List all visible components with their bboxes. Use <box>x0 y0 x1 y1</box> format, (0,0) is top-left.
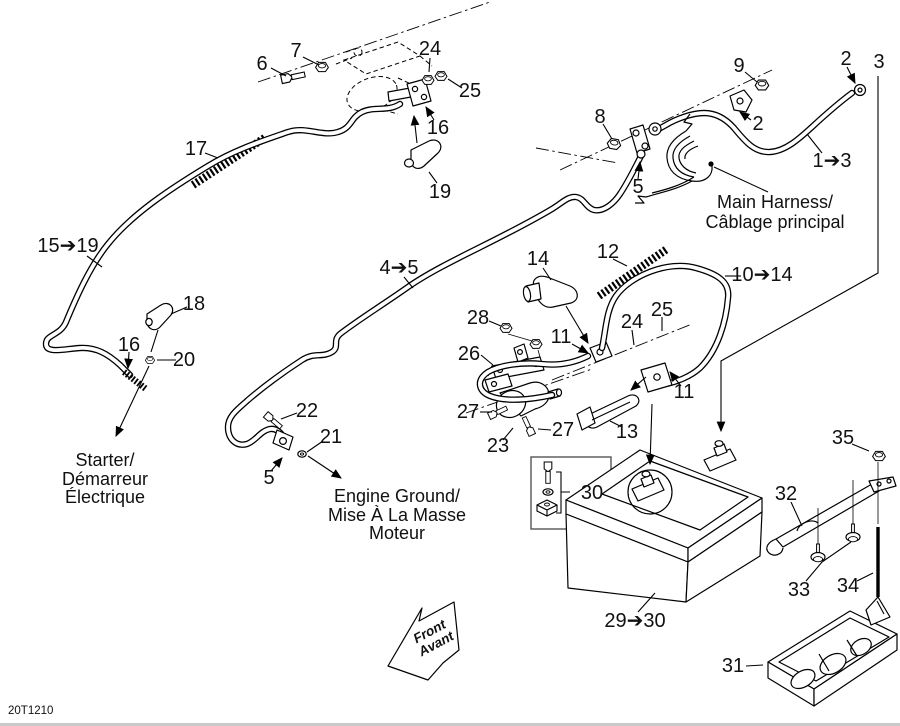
callout-16-top: 16 <box>426 117 450 139</box>
nut-35 <box>872 450 886 462</box>
callout-range-1-3: 1➔3 <box>812 150 852 172</box>
nut-8 <box>605 137 623 151</box>
threaded-rod-12 <box>596 245 670 300</box>
callout-18: 18 <box>182 293 206 315</box>
callout-25-mid: 25 <box>650 299 674 321</box>
detail-circle <box>627 469 673 515</box>
main-harness-label-line1: Main Harness/ <box>716 192 834 212</box>
bracket-16-assembly <box>387 78 432 107</box>
callout-23: 23 <box>486 435 510 457</box>
main-harness-bundle <box>635 113 769 204</box>
engine-ground-cable <box>224 152 645 458</box>
foot-33b <box>845 523 861 543</box>
starter-cable <box>42 100 404 392</box>
cable-threaded-terminal <box>122 369 148 392</box>
callout-20: 20 <box>172 349 196 371</box>
holddown-strap-32 <box>766 476 897 556</box>
callout-11-right: 11 <box>673 381 695 403</box>
callout-34: 34 <box>836 575 860 597</box>
callout-28: 28 <box>466 307 490 329</box>
foot-33a <box>810 543 826 563</box>
callout-6: 6 <box>256 53 268 75</box>
callout-range-29-30: 29➔30 <box>604 610 666 632</box>
callout-11-left: 11 <box>550 326 572 348</box>
engine-ground-label-line1: Engine Ground/ <box>333 486 461 506</box>
phantom-lines <box>257 1 773 414</box>
nut-24-top <box>421 75 435 85</box>
callout-22: 22 <box>295 400 319 422</box>
callout-16-cable: 16 <box>117 334 141 356</box>
callout-27-right: 27 <box>551 419 575 441</box>
nut-28b <box>529 339 543 349</box>
rubber-cap-19 <box>403 139 442 170</box>
callout-range-4-5: 4➔5 <box>379 257 419 279</box>
callout-27-left: 27 <box>456 401 480 423</box>
front-direction-arrow <box>387 601 460 681</box>
callout-range-15-19: 15➔19 <box>37 235 99 257</box>
page-bottom-edge <box>0 723 900 726</box>
main-harness-label-line2: Câblage principal <box>705 212 845 232</box>
callout-3: 3 <box>873 51 885 73</box>
callout-14: 14 <box>526 248 550 270</box>
diagram-code: 20T1210 <box>8 705 54 717</box>
callout-13: 13 <box>615 421 639 443</box>
callout-8: 8 <box>594 106 606 128</box>
nut-25-top <box>434 71 448 81</box>
callout-26: 26 <box>457 343 481 365</box>
callout-31: 31 <box>721 655 745 677</box>
callout-7: 7 <box>290 40 302 62</box>
bolt-27b <box>520 415 536 437</box>
leader-lines <box>86 56 879 667</box>
rubber-cap-14 <box>522 275 578 308</box>
link-bracket-5 <box>629 124 651 159</box>
battery-positive-cable-arch <box>598 262 732 393</box>
callout-5-top: 5 <box>632 176 644 198</box>
rubber-cap-18 <box>145 302 174 353</box>
engine-ground-label-line3: Moteur <box>368 523 426 543</box>
callout-25-top: 25 <box>458 80 482 102</box>
callout-17: 17 <box>184 138 208 160</box>
callout-33: 33 <box>787 579 811 601</box>
main-battery-cable <box>648 83 867 156</box>
nut-20 <box>144 356 156 364</box>
callout-24-mid: 24 <box>620 311 644 333</box>
callout-5-bottom: 5 <box>263 467 275 489</box>
o-ring-21 <box>297 450 307 458</box>
battery <box>565 440 763 603</box>
threaded-rod-17 <box>190 133 269 189</box>
starter-label-line2: Démarreur <box>61 469 149 489</box>
bolt-6 <box>280 69 307 85</box>
callout-2-clamp: 2 <box>752 113 764 135</box>
holddown-rod-34 <box>865 462 891 626</box>
callout-32: 32 <box>774 483 798 505</box>
engine-ground-label-line2: Mise À La Masse <box>327 505 467 525</box>
leader-dot <box>708 161 714 167</box>
callout-21: 21 <box>319 426 343 448</box>
callout-9: 9 <box>733 55 745 77</box>
callout-range-10-14: 10➔14 <box>731 264 793 286</box>
callout-19: 19 <box>428 181 452 203</box>
starter-label-line3: Électrique <box>64 487 146 507</box>
rubber-cap-13 <box>576 394 640 431</box>
callout-2-terminal: 2 <box>840 48 852 70</box>
callout-24-top: 24 <box>418 38 442 60</box>
solenoid-to-battery-cable <box>476 341 613 403</box>
starter-label-line1: Starter/ <box>75 450 135 470</box>
callout-30: 30 <box>580 482 604 504</box>
nut-28a <box>499 323 513 333</box>
callout-12: 12 <box>596 241 620 263</box>
callout-35: 35 <box>831 427 855 449</box>
battery-tray-31 <box>767 610 898 707</box>
